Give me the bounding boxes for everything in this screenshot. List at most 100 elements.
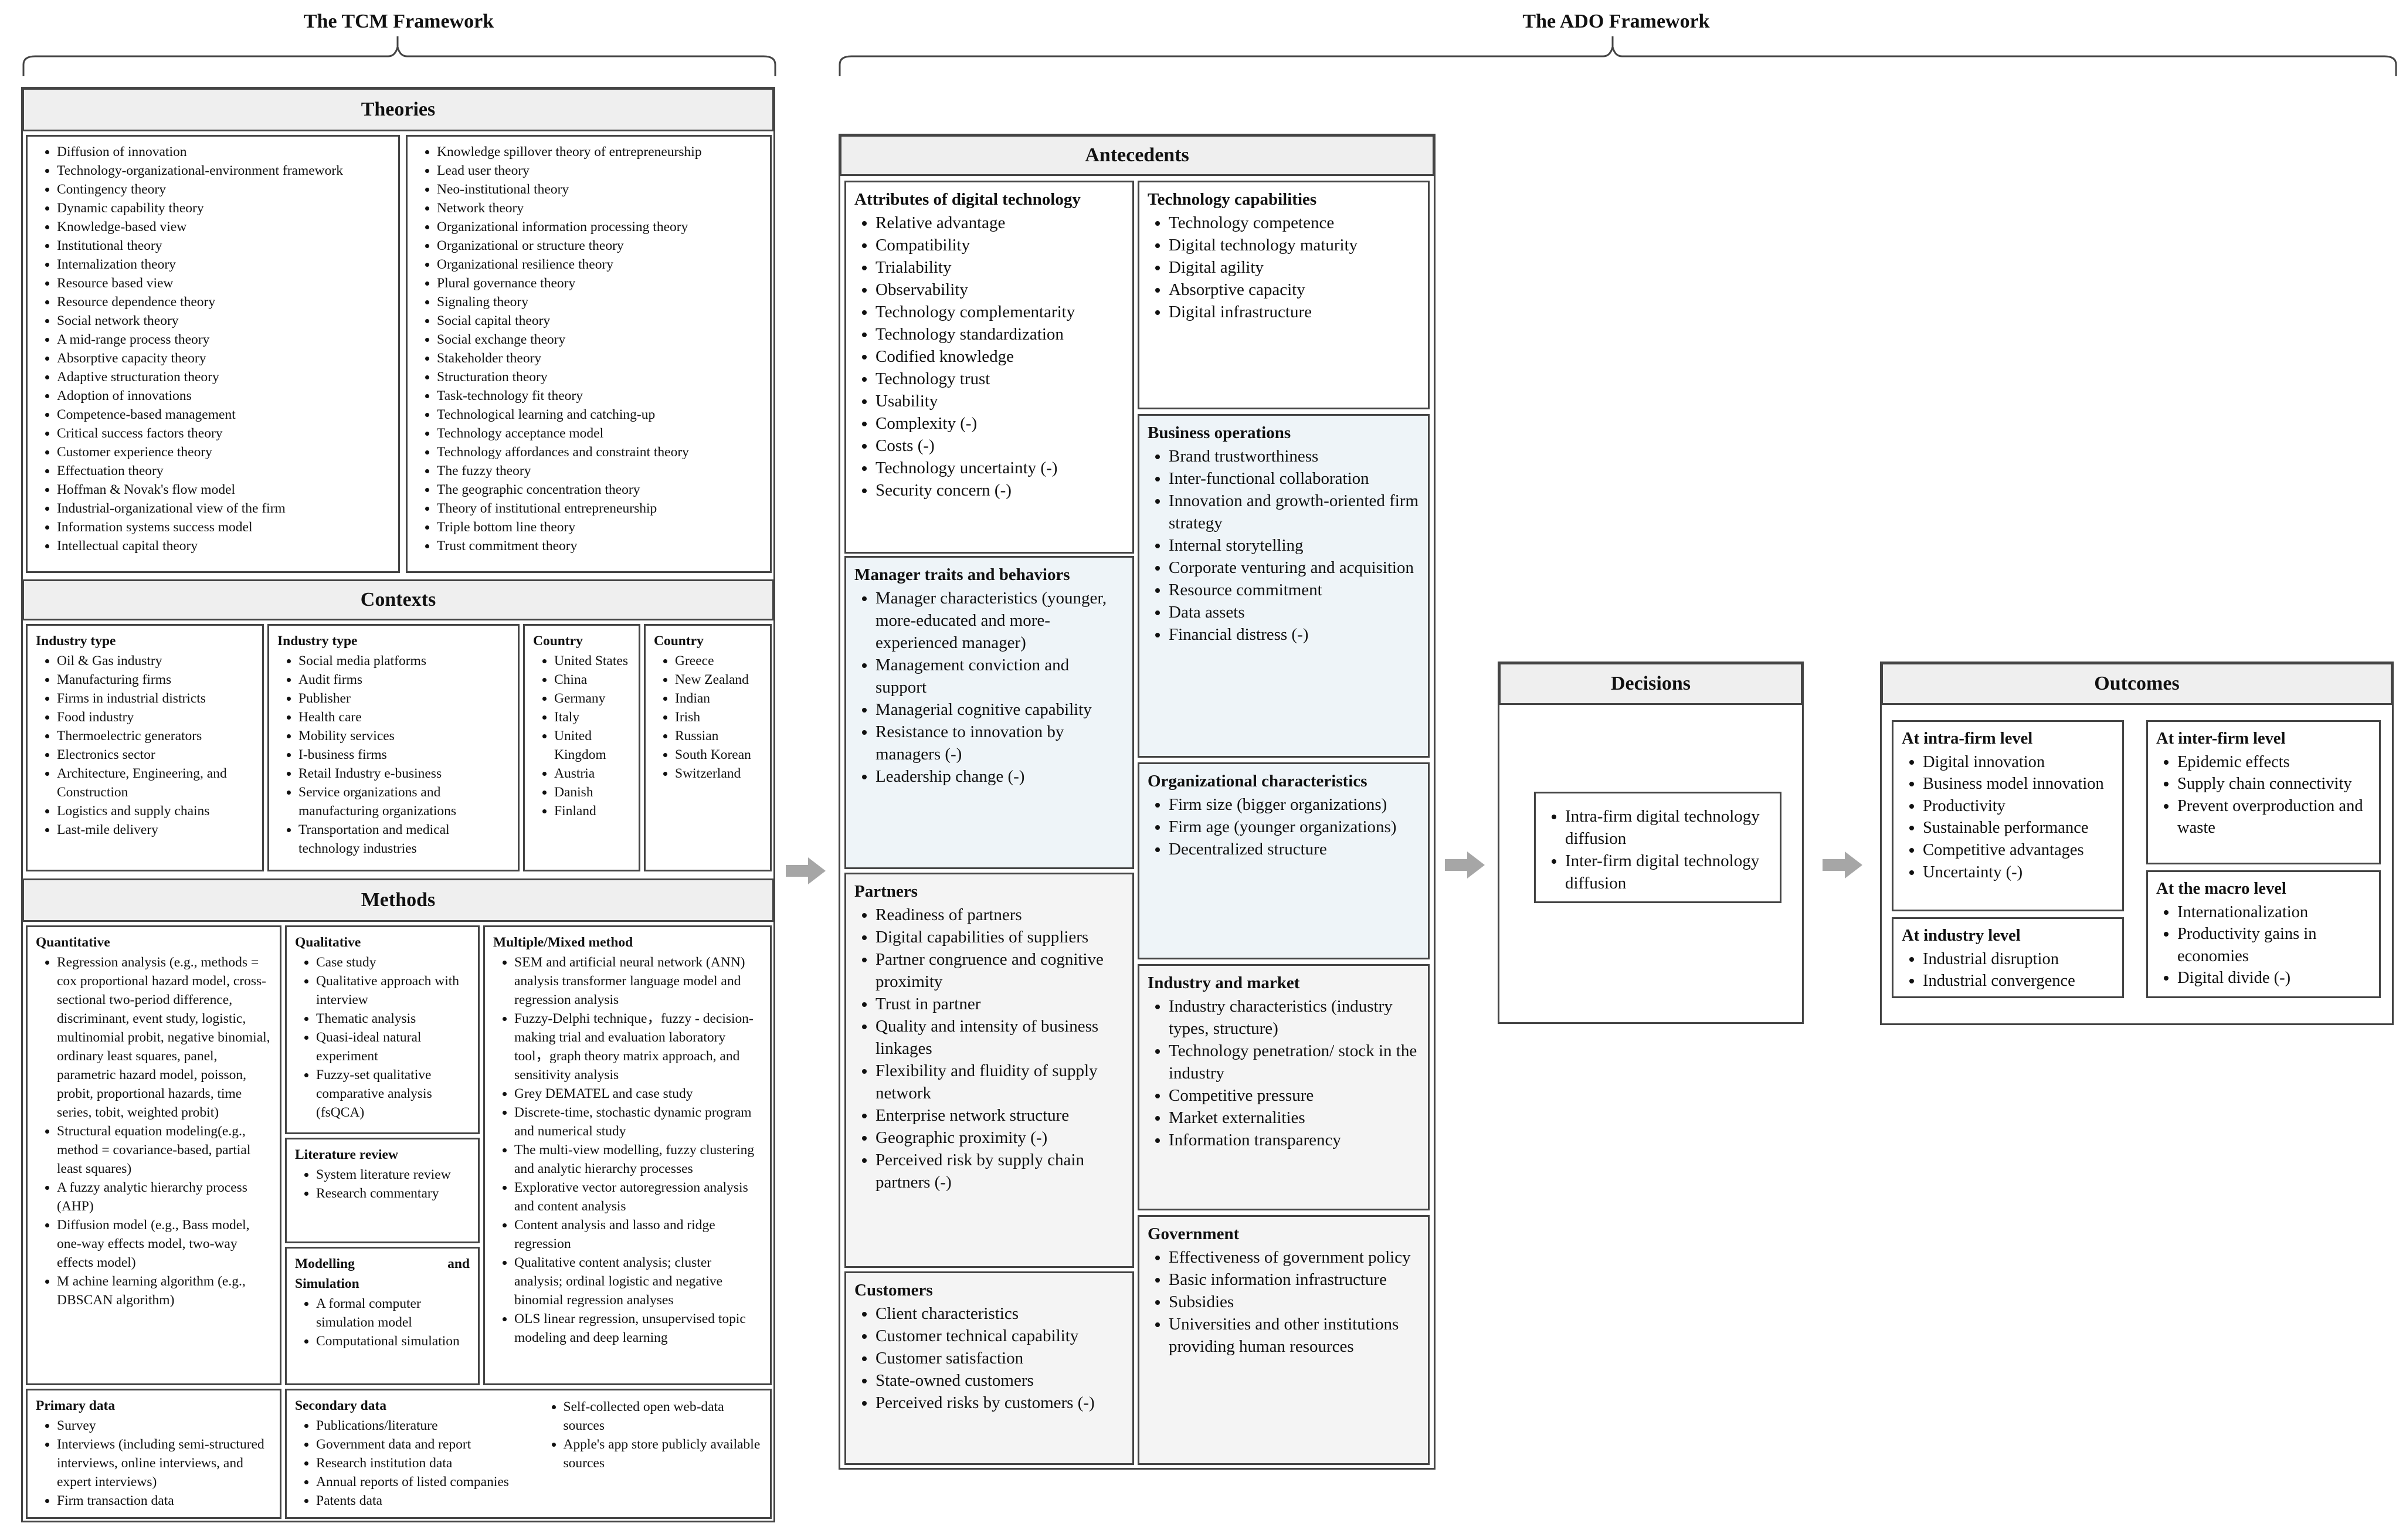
- data-primary: Primary data SurveyInterviews (including…: [26, 1389, 281, 1519]
- list-item: Market externalities: [1169, 1107, 1420, 1129]
- list-item: Publications/literature: [316, 1416, 542, 1435]
- antecedent-customers-list: Client characteristicsCustomer technical…: [854, 1302, 1124, 1414]
- method-modelling-list: A formal computer simulation modelComput…: [295, 1294, 470, 1351]
- list-item: Social capital theory: [437, 311, 762, 330]
- list-item: Productivity gains in economies: [2177, 923, 2371, 967]
- list-item: Russian: [675, 727, 762, 745]
- list-item: Industrial disruption: [1923, 948, 2114, 971]
- list-item: Client characteristics: [875, 1302, 1124, 1325]
- list-item: Food industry: [57, 708, 254, 727]
- list-item: Data assets: [1169, 601, 1420, 623]
- antecedent-tech-capabilities: Technology capabilities Technology compe…: [1138, 181, 1430, 409]
- ado-brace: [839, 36, 2397, 76]
- method-mixed: Multiple/Mixed method SEM and artificial…: [483, 925, 772, 1385]
- list-item: Quality and intensity of business linkag…: [875, 1015, 1124, 1060]
- list-item: Digital infrastructure: [1169, 301, 1420, 323]
- list-item: Uncertainty (-): [1923, 861, 2114, 884]
- list-item: Management conviction and support: [875, 654, 1124, 698]
- list-item: Knowledge-based view: [57, 218, 390, 236]
- list-item: Industry characteristics (industry types…: [1169, 995, 1420, 1040]
- context-country-2: Country GreeceNew ZealandIndianIrishRuss…: [644, 624, 772, 871]
- list-item: Brand trustworthiness: [1169, 445, 1420, 467]
- list-item: Adoption of innovations: [57, 386, 390, 405]
- data-secondary-list-a: Publications/literatureGovernment data a…: [295, 1416, 542, 1510]
- list-item: Geographic proximity (-): [875, 1127, 1124, 1149]
- ado-framework-title: The ADO Framework: [1522, 11, 1710, 32]
- list-item: Organizational or structure theory: [437, 236, 762, 255]
- arrow-decisions-to-outcomes: [1823, 852, 1862, 878]
- list-item: Last-mile delivery: [57, 820, 254, 839]
- list-item: Organizational information processing th…: [437, 218, 762, 236]
- antecedent-orgchar-list: Firm size (bigger organizations)Firm age…: [1148, 793, 1420, 860]
- outcomes-header: Outcomes: [1881, 663, 2393, 705]
- data-secondary-title: Secondary data: [295, 1398, 387, 1413]
- list-item: Digital technology maturity: [1169, 234, 1420, 256]
- list-item: Perceived risk by supply chain partners …: [875, 1149, 1124, 1193]
- list-item: Trust commitment theory: [437, 537, 762, 555]
- list-item: Indian: [675, 689, 762, 708]
- list-item: Self-collected open web-data sources: [564, 1397, 762, 1435]
- list-item: Task-technology fit theory: [437, 386, 762, 405]
- list-item: Health care: [298, 708, 510, 727]
- list-item: Prevent overproduction and waste: [2177, 795, 2371, 839]
- list-item: Social network theory: [57, 311, 390, 330]
- list-item: Productivity: [1923, 795, 2114, 818]
- antecedent-orgchar-title: Organizational characteristics: [1148, 772, 1367, 791]
- list-item: Austria: [554, 764, 630, 783]
- method-qualitative: Qualitative Case studyQualitative approa…: [285, 925, 480, 1134]
- data-primary-title: Primary data: [36, 1398, 116, 1413]
- antecedent-industry-market: Industry and market Industry characteris…: [1138, 964, 1430, 1210]
- list-item: Relative advantage: [875, 212, 1124, 234]
- list-item: Digital innovation: [1923, 751, 2114, 774]
- method-modelling-title-right: and: [447, 1256, 470, 1271]
- list-item: Enterprise network structure: [875, 1104, 1124, 1127]
- context-country-2-title: Country: [654, 633, 704, 649]
- list-item: Sustainable performance: [1923, 817, 2114, 839]
- list-item: Compatibility: [875, 234, 1124, 256]
- data-primary-list: SurveyInterviews (including semi-structu…: [36, 1416, 272, 1510]
- list-item: Decentralized structure: [1169, 838, 1420, 860]
- list-item: Flexibility and fluidity of supply netwo…: [875, 1060, 1124, 1104]
- list-item: Greece: [675, 652, 762, 670]
- list-item: Survey: [57, 1416, 272, 1435]
- list-item: Leadership change (-): [875, 765, 1124, 788]
- list-item: Thematic analysis: [316, 1009, 470, 1028]
- list-item: Structuration theory: [437, 368, 762, 386]
- list-item: Fuzzy-Delphi technique，fuzzy - decision-…: [514, 1009, 762, 1084]
- decisions-header: Decisions: [1499, 663, 1803, 705]
- theories-header: Theories: [22, 88, 774, 131]
- antecedent-customers: Customers Client characteristicsCustomer…: [844, 1271, 1134, 1465]
- context-industry-1: Industry type Oil & Gas industryManufact…: [26, 624, 264, 871]
- list-item: A mid-range process theory: [57, 330, 390, 349]
- list-item: Architecture, Engineering, and Construct…: [57, 764, 254, 802]
- list-item: Effectuation theory: [57, 462, 390, 480]
- context-industry-2: Industry type Social media platformsAudi…: [267, 624, 520, 871]
- list-item: Information transparency: [1169, 1129, 1420, 1151]
- list-item: Theory of institutional entrepreneurship: [437, 499, 762, 518]
- list-item: Patents data: [316, 1491, 542, 1510]
- list-item: Inter-functional collaboration: [1169, 467, 1420, 490]
- list-item: China: [554, 670, 630, 689]
- decisions-list: Intra-firm digital technology diffusionI…: [1544, 805, 1772, 894]
- list-item: Stakeholder theory: [437, 349, 762, 368]
- list-item: Resource commitment: [1169, 579, 1420, 601]
- list-item: Electronics sector: [57, 745, 254, 764]
- list-item: Internal storytelling: [1169, 534, 1420, 557]
- list-item: Logistics and supply chains: [57, 802, 254, 820]
- list-item: Supply chain connectivity: [2177, 773, 2371, 795]
- list-item: Innovation and growth-oriented firm stra…: [1169, 490, 1420, 534]
- theories-col2-list: Knowledge spillover theory of entreprene…: [416, 143, 762, 555]
- list-item: Institutional theory: [57, 236, 390, 255]
- antecedent-techcap-title: Technology capabilities: [1148, 190, 1317, 209]
- method-quantitative-title: Quantitative: [36, 935, 110, 950]
- list-item: United Kingdom: [554, 727, 630, 764]
- antecedent-attributes-list: Relative advantageCompatibilityTrialabil…: [854, 212, 1124, 501]
- list-item: Partner congruence and cognitive proximi…: [875, 948, 1124, 993]
- context-industry-2-list: Social media platformsAudit firmsPublish…: [277, 652, 510, 858]
- list-item: Hoffman & Novak's flow model: [57, 480, 390, 499]
- list-item: Technology penetration/ stock in the ind…: [1169, 1040, 1420, 1084]
- list-item: Social exchange theory: [437, 330, 762, 349]
- list-item: Financial distress (-): [1169, 623, 1420, 646]
- list-item: Service organizations and manufacturing …: [298, 783, 510, 820]
- list-item: Organizational resilience theory: [437, 255, 762, 274]
